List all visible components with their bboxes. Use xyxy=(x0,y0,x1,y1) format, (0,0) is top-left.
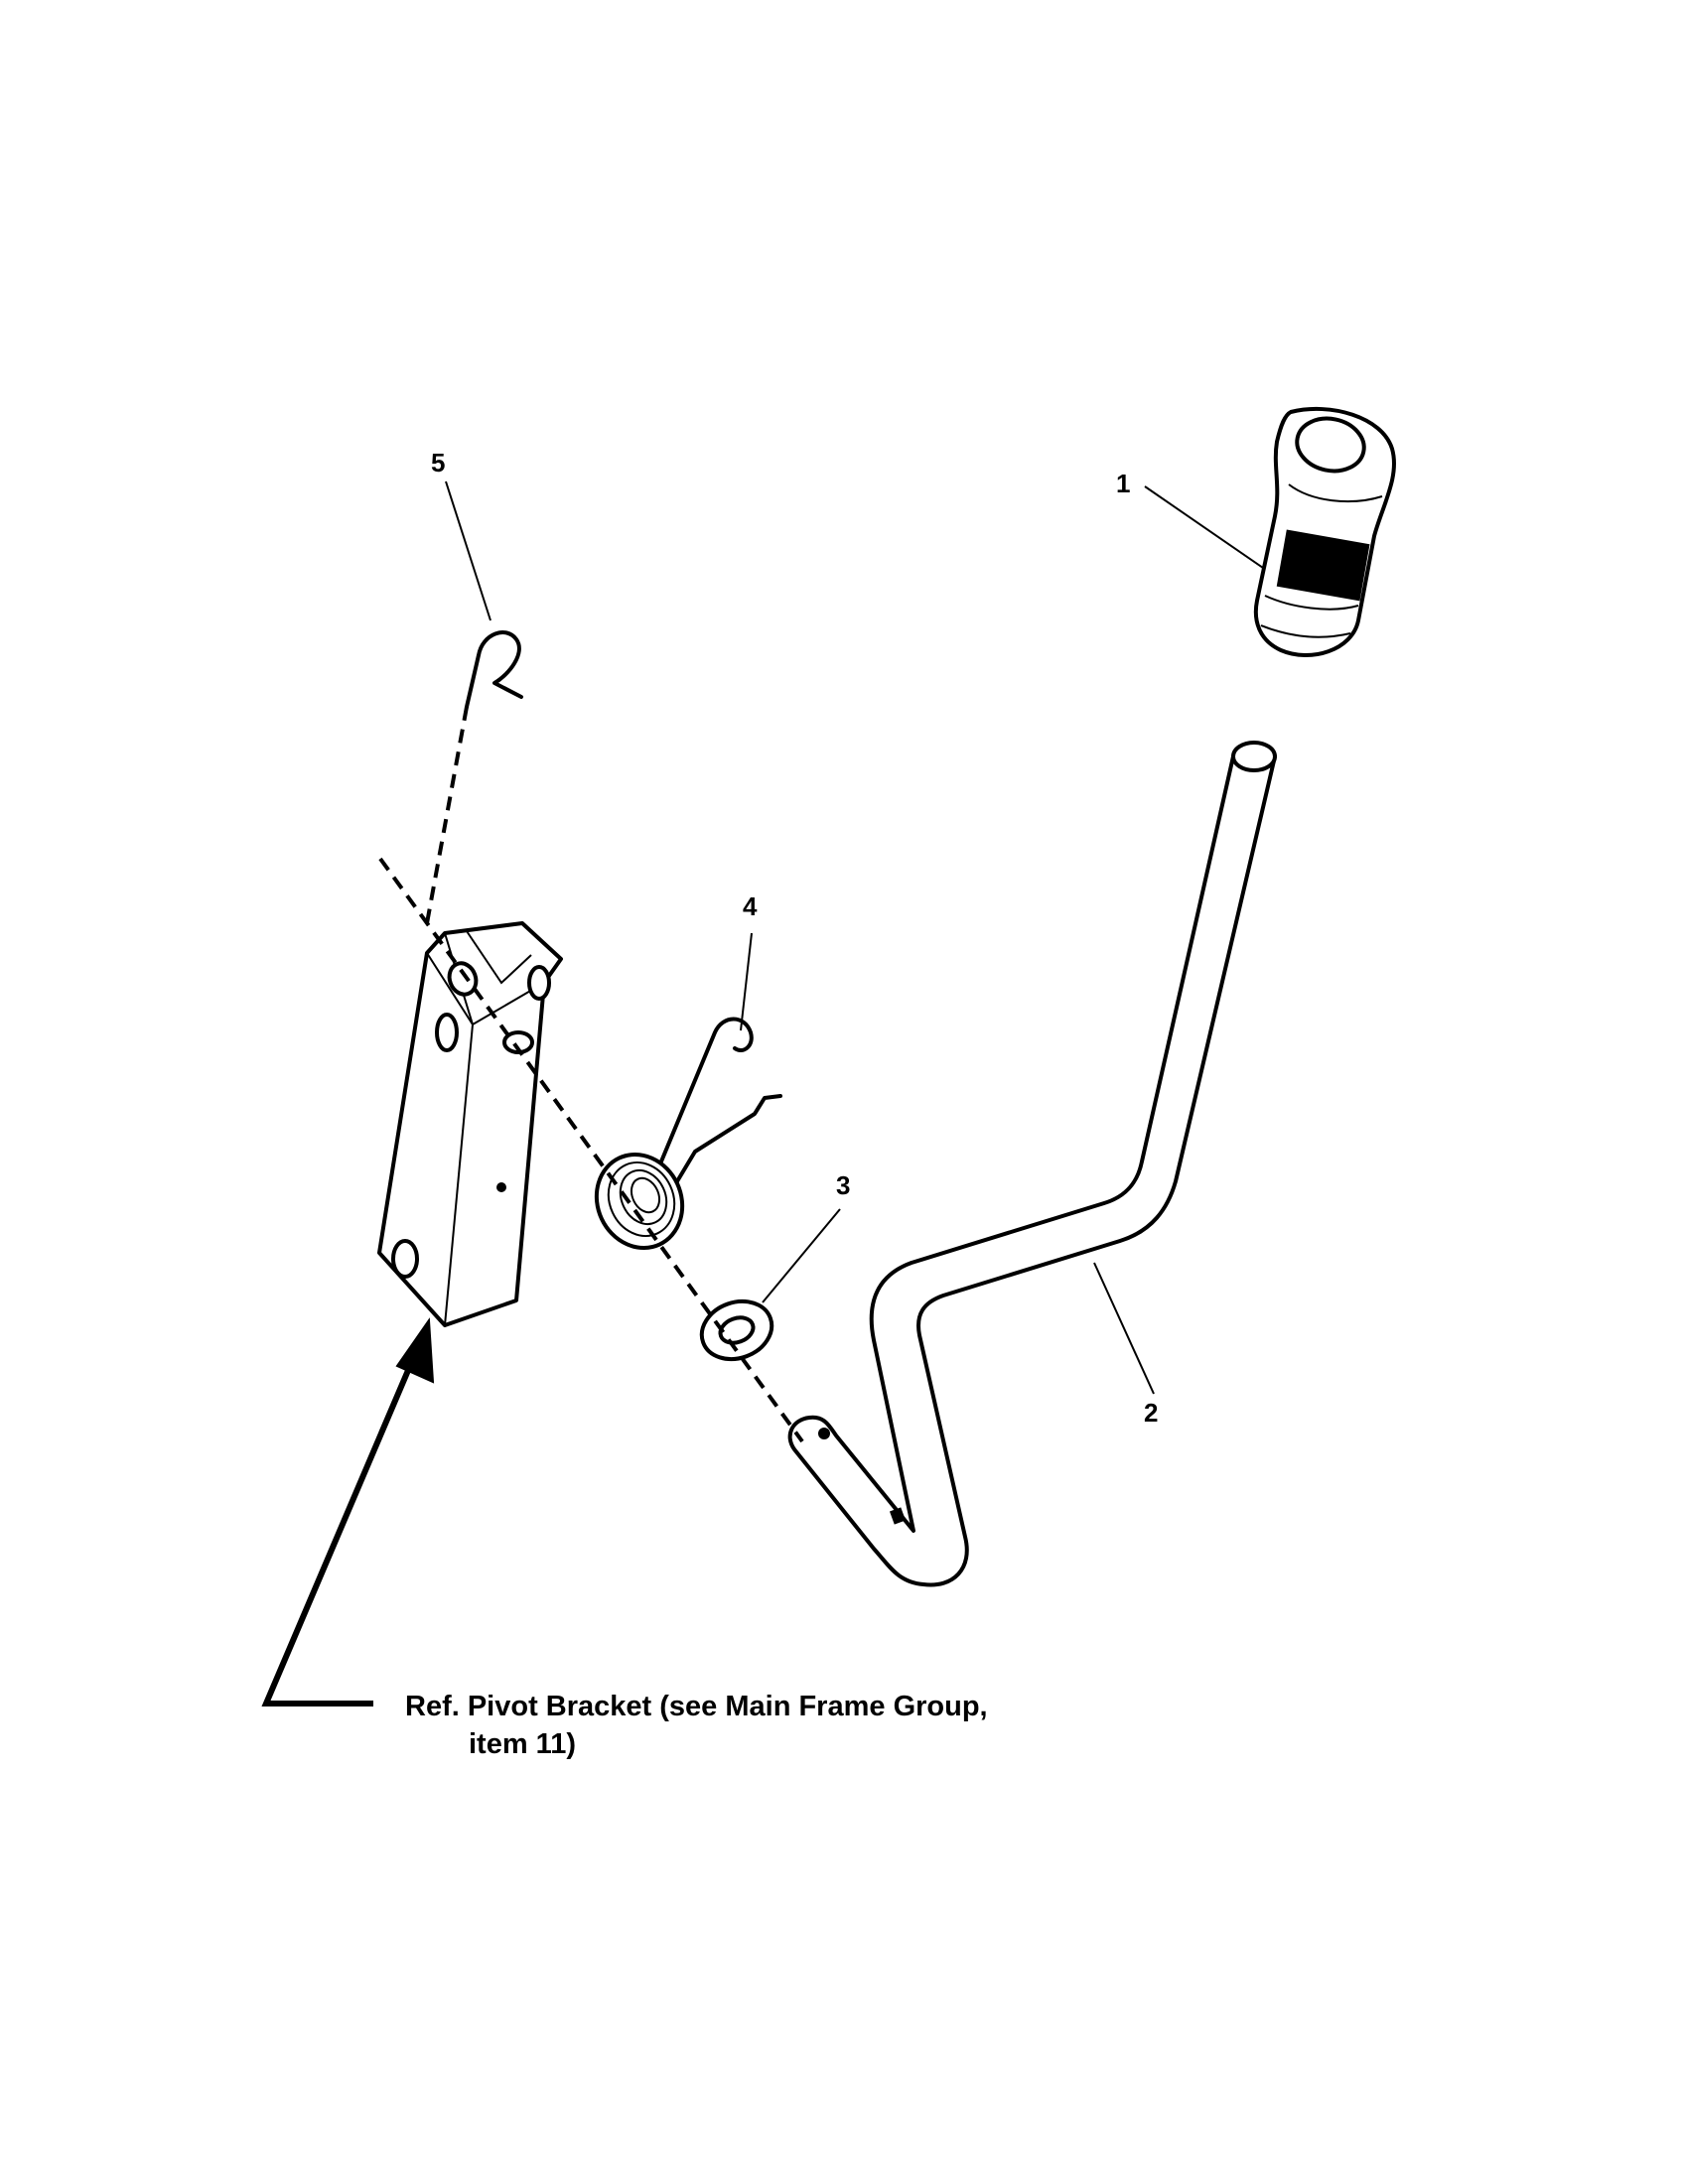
reference-note: Ref. Pivot Bracket (see Main Frame Group… xyxy=(405,1688,988,1763)
callout-5: 5 xyxy=(431,448,445,478)
ref-pointer-arrow xyxy=(261,1317,435,1706)
lever-rod-part xyxy=(787,741,1277,1587)
grip-handle-part xyxy=(1253,407,1396,658)
callout-3: 3 xyxy=(836,1170,850,1200)
reference-note-line2: item 11) xyxy=(469,1728,576,1760)
pivot-bracket xyxy=(377,921,563,1327)
callout-2: 2 xyxy=(1144,1398,1158,1428)
torsion-spring-part xyxy=(594,1017,782,1250)
washer-part xyxy=(699,1298,774,1362)
hairpin-pin-part xyxy=(465,630,523,709)
callout-1: 1 xyxy=(1116,469,1130,498)
assembly-lines xyxy=(378,706,804,1443)
leader-lines xyxy=(445,480,1264,1395)
reference-note-line1: Ref. Pivot Bracket (see Main Frame Group… xyxy=(405,1691,988,1722)
callout-4: 4 xyxy=(743,891,758,921)
